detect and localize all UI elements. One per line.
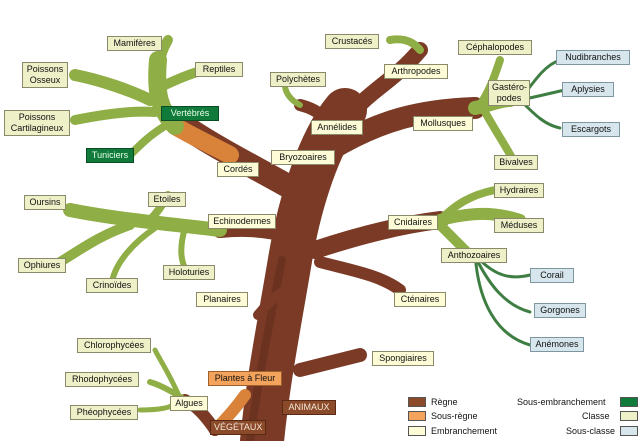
green-poissons-osseux	[69, 69, 156, 106]
label-gasteropodes: Gastéro- podes	[488, 80, 530, 106]
label-corail: Corail	[530, 268, 574, 283]
label-escargots: Escargots	[562, 122, 620, 137]
branch-bryozoaires	[315, 165, 335, 190]
label-ophiures: Ophiures	[18, 258, 66, 273]
legend-swatch-embranchement	[408, 426, 426, 436]
legend-swatch-sous-classe	[620, 426, 638, 436]
label-bryozoaires: Bryozoaires	[271, 150, 335, 165]
legend-label-sous-classe: Sous-classe	[566, 426, 616, 436]
label-holoturies: Holoturies	[163, 265, 215, 280]
green-hydraires	[436, 186, 499, 224]
label-etoiles: Etoiles	[148, 192, 186, 207]
label-rhodophycees: Rhodophycées	[65, 372, 139, 387]
label-echinodermes: Echinodermes	[208, 214, 276, 229]
legend-label-sous-embranchement: Sous-embranchement	[517, 397, 606, 407]
branch-ctenaires	[314, 256, 406, 296]
label-chlorophycees: Chlorophycées	[77, 338, 151, 353]
label-animaux: ANIMAUX	[282, 400, 336, 415]
label-arthropodes: Arthropodes	[384, 64, 448, 79]
legend-label-sous-regne: Sous-règne	[431, 411, 478, 421]
label-anthozoaires: Anthozoaires	[441, 248, 507, 263]
branch-mollusques	[319, 97, 486, 161]
label-spongiaires: Spongiaires	[372, 351, 434, 366]
label-mollusques: Mollusques	[413, 116, 473, 131]
legend-swatch-classe	[620, 411, 638, 421]
label-mammiferes: Mamifères	[107, 36, 162, 51]
green-crinoides	[109, 225, 158, 285]
green-bivalves	[481, 108, 516, 162]
label-vertebres: Vertébrés	[161, 106, 219, 121]
thin-anemones	[474, 262, 532, 347]
legend-swatch-regne	[408, 397, 426, 407]
label-gorgones: Gorgones	[534, 303, 586, 318]
label-vegetaux: VÉGÉTAUX	[210, 420, 266, 435]
label-aplysies: Aplysies	[562, 82, 614, 97]
label-reptiles: Reptiles	[195, 62, 243, 77]
label-polychetes: Polychètes	[270, 72, 326, 87]
branch-planaires	[253, 285, 290, 320]
label-annelides: Annélides	[311, 120, 363, 135]
label-plantes-a-fleur: Plantes à Fleur	[208, 371, 282, 386]
green-tuniciers	[126, 122, 169, 159]
label-ctenaires: Cténaires	[394, 292, 446, 307]
label-crustaces: Crustacés	[325, 34, 379, 49]
legend-swatch-sous-regne	[408, 411, 426, 421]
green-chlorophycees	[152, 347, 183, 401]
branch-echinodermes	[212, 220, 298, 243]
label-cordes: Cordés	[217, 162, 259, 177]
branch-spongiaires	[293, 348, 367, 377]
trunk-shade	[246, 256, 286, 441]
label-anemones: Anémones	[530, 337, 584, 352]
green-echinodermes	[63, 203, 227, 237]
legend-label-classe: Classe	[582, 411, 610, 421]
legend-swatch-sous-embranchement	[620, 397, 638, 407]
branch-arthropodes	[337, 42, 428, 128]
label-poissons-osseux: Poissons Osseux	[22, 62, 68, 88]
label-cnidaires: Cnidaires	[388, 215, 438, 230]
green-arthropodes	[386, 35, 424, 54]
label-cephalopodes: Céphalopodes	[458, 40, 532, 55]
label-pheophycees: Phéophycées	[70, 405, 138, 420]
green-ophiures	[55, 220, 135, 267]
label-tuniciers: Tuniciers	[86, 148, 134, 163]
thin-corail	[478, 258, 532, 279]
green-holoturies	[178, 225, 188, 271]
label-meduses: Méduses	[494, 218, 544, 233]
label-crinoides: Crinoïdes	[86, 278, 138, 293]
green-mammiferes	[153, 35, 173, 75]
legend-label-embranchement: Embranchement	[431, 426, 498, 436]
label-bivalves: Bivalves	[494, 155, 538, 170]
branch-annelides	[294, 99, 344, 146]
legend-label-regne: Règne	[431, 397, 458, 407]
label-poissons-cartilagineux: Poissons Cartilagineux	[4, 110, 70, 136]
label-nudibranches: Nudibranches	[556, 50, 630, 65]
thin-gorgones	[476, 260, 532, 314]
label-algues: Algues	[170, 396, 208, 411]
green-poissons-cart	[70, 106, 160, 125]
green-polychetes	[282, 82, 303, 108]
label-planaires: Planaires	[196, 292, 248, 307]
label-oursins: Oursins	[24, 195, 66, 210]
label-hydraires: Hydraires	[494, 183, 544, 198]
